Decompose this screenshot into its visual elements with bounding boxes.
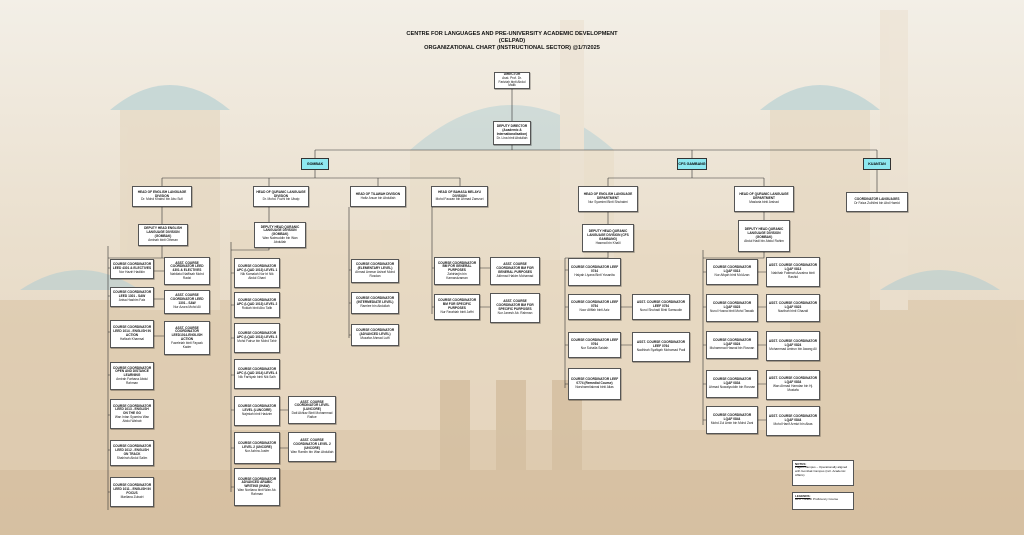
director-box: DIRECTOR Asst. Prof. Dr. Fariziah binti …: [494, 72, 530, 89]
tilawah-unit-3: COURSE COORDINATOR (ADVANCED LEVEL)Muzaf…: [351, 324, 399, 346]
gombak-eld-unit-7: COURSE COORDINATOR LEED 1011 - ENGLISH I…: [110, 477, 154, 507]
kuantan-coordinator: COORDINATOR LANGUAGES Dr Faiza Zulhilmi …: [846, 192, 908, 212]
gombak-qld-unit-1: COURSE COORDINATOR APC (LQAD 1013) LEVEL…: [234, 258, 280, 288]
gambang-eld-unit-4: COURSE COORDINATOR LEEF 0774 (Remedial C…: [568, 368, 621, 400]
deputy-director-name: Dr. Lina binti Abdullah: [496, 135, 528, 140]
tilawah-unit-2: COURSE COORDINATOR (INTERMEDIATE LEVEL)R…: [351, 292, 399, 314]
gombak-quranic-head: HEAD OF QURANIC LANGUAGE DIVISION Dr. Mo…: [253, 186, 309, 207]
gambang-english-head: HEAD OF ENGLISH LANGUAGE DEPARTMENT Nur …: [578, 186, 638, 212]
deputy-director-title: DEPUTY DIRECTOR (Academic & Internationa…: [496, 124, 528, 136]
gombak-qld-unit-6: COURSE COORDINATOR LEVEL 2 (UNCORE)Nor A…: [234, 432, 280, 464]
legends-box: LEGENDS: APC - Arabic Proficiency Course: [792, 492, 854, 510]
director-title: DIRECTOR: [503, 72, 521, 76]
gombak-tilawah-head: HEAD OF TILAWAH DIVISION Hafiz Anuar bin…: [350, 186, 406, 207]
campus-gombak: GOMBAK: [301, 158, 329, 170]
gombak-eld-unit-5: COURSE COORDINATOR LEED 1013 - ENGLISH O…: [110, 399, 154, 429]
gombak-eld-asst-1: ASST. COURSE COORDINATOR LEED 4301 & ELE…: [164, 257, 210, 285]
gombak-qld-asst-1: ASST. COURSE COORDINATOR LEVEL (LUNCORE)…: [288, 396, 336, 424]
gambang-english-deputy: DEPUTY HEAD QURANIC LANGUAGE DIVISION (C…: [582, 224, 634, 252]
deputy-director-box: DEPUTY DIRECTOR (Academic & Internationa…: [493, 121, 531, 145]
gombak-english-head: HEAD OF ENGLISH LANGUAGE DIVISION Dr. Mo…: [132, 186, 192, 207]
tilawah-unit-1: COURSE COORDINATOR (ELEMENTARY LEVEL)Ahm…: [351, 259, 399, 283]
bm-asst-2: ASST. COURSE COORDINATOR BM FOR SPECIFIC…: [490, 293, 540, 323]
gambang-quranic-deputy: DEPUTY HEAD QURANIC LANGUAGE DIVISION (G…: [738, 220, 790, 252]
gambang-quranic-head: HEAD OF QURANIC LANGUAGE DEPARTMENT Masl…: [734, 186, 794, 212]
legends-text: APC - Arabic Proficiency Course: [795, 497, 839, 502]
gombak-qld-unit-3: COURSE COORDINATOR APC (LQAD 1013) LEVEL…: [234, 323, 280, 353]
chart-title-line1: CENTRE FOR LANGUAGES AND PRE-UNIVERSITY …: [406, 31, 618, 37]
gombak-qld-unit-2: COURSE COORDINATOR APC (LQAD 1013) LEVEL…: [234, 292, 280, 318]
gombak-bm-head: HEAD OF BAHASA MELAYU DIVISION Mohd Fauz…: [431, 186, 488, 207]
bm-asst-1: ASST. COURSE COORDINATOR BM FOR GENERAL …: [490, 257, 540, 285]
gombak-eld-asst-3: ASST. COURSE COORDINATOR LEED1014-ENGLIS…: [164, 321, 210, 355]
chart-title-line2: (CELPAD): [498, 38, 526, 44]
gombak-eld-unit-3: COURSE COORDINATOR LEED 1014 - ENGLISH I…: [110, 320, 154, 348]
gombak-eld-asst-2: ASST. COURSE COORDINATOR LEED 1301 - SAW…: [164, 290, 210, 314]
chart-title-line3: ORGANIZATIONAL CHART (INSTRUCTIONAL SECT…: [424, 45, 600, 51]
gombak-qld-unit-5: COURSE COORDINATOR LEVEL (LUNCORE)Najmia…: [234, 396, 280, 426]
notes-box: NOTES: Pagoh Campus – Operationally alig…: [792, 460, 854, 486]
gombak-eld-unit-4: COURSE COORDINATOR OPEN AND DISTANCE LEA…: [110, 362, 154, 390]
gombak-eld-unit-6: COURSE COORDINATOR LEED 1012 - ENGLISH O…: [110, 440, 154, 466]
gombak-english-deputy: DEPUTY HEAD ENGLISH LANGUAGE DIVISION (G…: [138, 224, 188, 246]
campus-cfs-gambang: CFS GAMBANG: [677, 158, 707, 170]
gombak-eld-unit-1: COURSE COORDINATOR LEED 4301 & ELECTIVES…: [110, 259, 154, 279]
gombak-qld-unit-7: COURSE COORDINATOR ADVANCED ARABIC WRITI…: [234, 468, 280, 506]
bm-unit-2: COURSE COORDINATOR BM FOR SPECIFIC PURPO…: [434, 294, 480, 320]
gombak-quranic-deputy: DEPUTY HEAD QURANIC LANGUAGE DIVISION (G…: [254, 222, 306, 248]
director-name: Asst. Prof. Dr. Fariziah binti Abdul Mal…: [498, 75, 526, 88]
notes-text: Pagoh Campus – Operationally aligned wit…: [795, 465, 848, 477]
campus-kuantan: KUANTAN: [863, 158, 891, 170]
bm-unit-1: COURSE COORDINATOR BM FOR GENERAL PURPOS…: [434, 257, 480, 285]
gombak-qld-unit-4: COURSE COORDINATOR APC (LQAD 1014) LEVEL…: [234, 359, 280, 389]
gombak-qld-asst-2: ASST. COURSE COORDINATOR LEVEL 2 (UNCORE…: [288, 432, 336, 462]
